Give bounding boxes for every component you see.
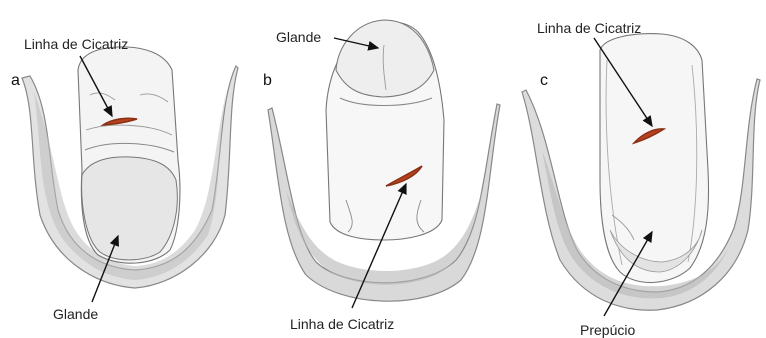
panel-b-illustration [256,0,512,338]
scar-label-b: Linha de Cicatriz [290,316,394,332]
scar-label-a: Linha de Cicatriz [24,36,128,52]
glans-label-b: Glande [276,29,321,45]
glans-label-a: Glande [53,306,98,322]
panel-letter-b: b [263,72,272,90]
panel-letter-c: c [540,72,548,90]
glans-shape [82,157,178,260]
foreskin-label-c: Prepúcio [580,322,635,338]
panel-letter-a: a [11,72,20,90]
scar-label-c: Linha de Cicatriz [537,20,641,36]
panel-c-illustration [512,0,766,338]
